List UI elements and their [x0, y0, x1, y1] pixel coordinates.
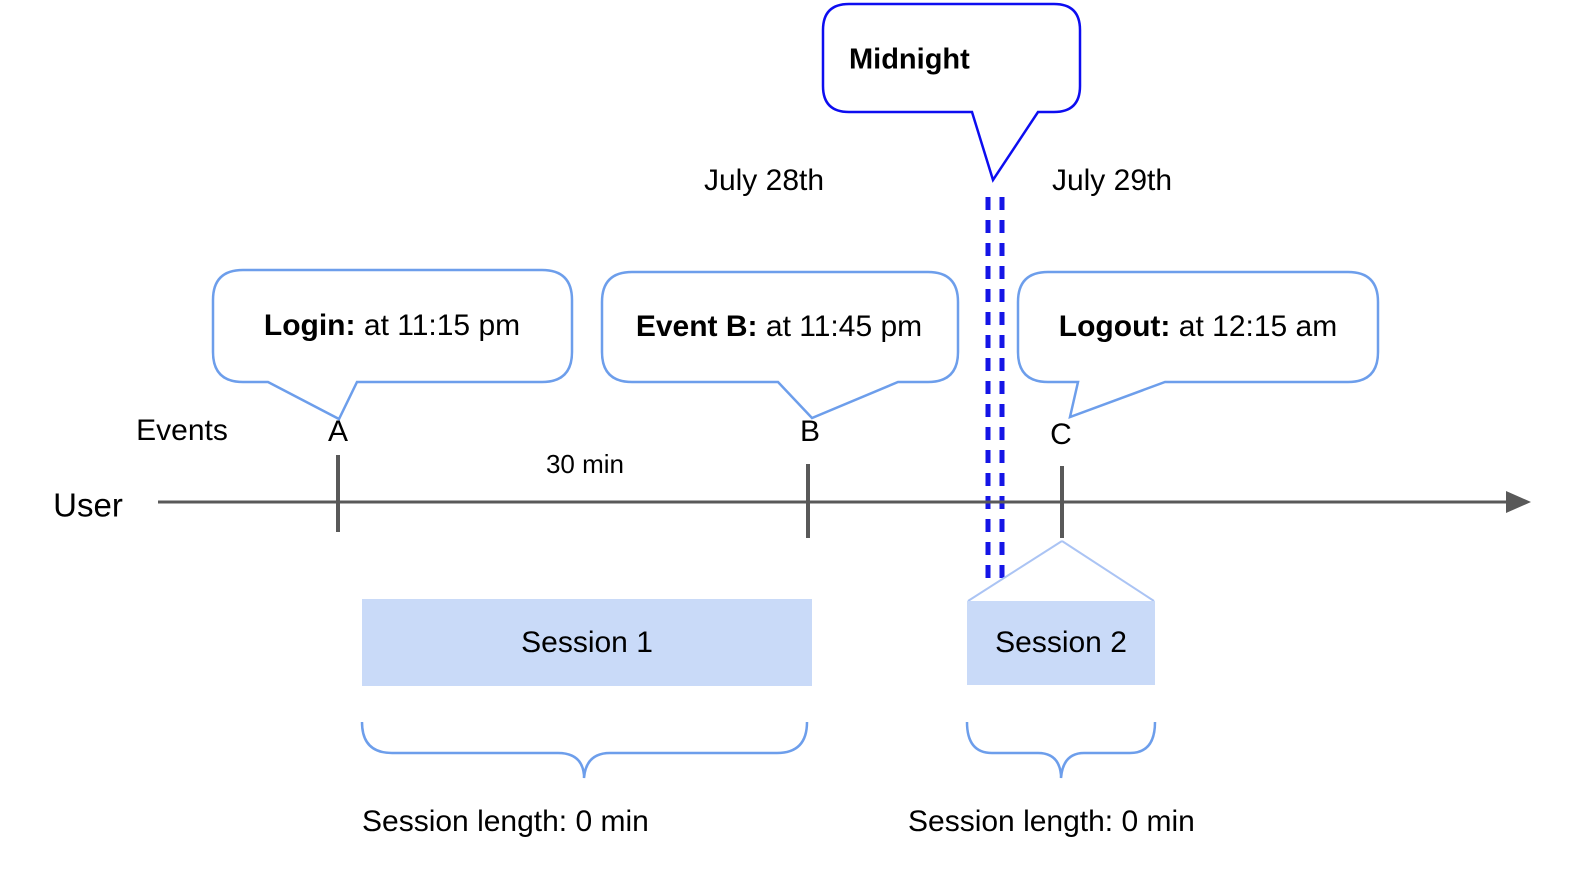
- session1-box: Session 1: [362, 599, 812, 686]
- login-callout-time: at 11:15 pm: [363, 309, 521, 342]
- events-axis-label: Events: [136, 414, 228, 447]
- user-axis-label: User: [53, 486, 123, 524]
- date-july-29-label: July 29th: [1051, 164, 1173, 197]
- login-callout-text: Login:at 11:15 pm: [264, 311, 520, 341]
- event-b-callout-title: Event B:: [635, 310, 758, 343]
- event-b-bubble-shape: [600, 270, 960, 420]
- event-b-callout-text: Event B:at 11:45 pm: [636, 312, 922, 342]
- login-bubble-shape: [211, 268, 574, 421]
- midnight-bubble-shape: [821, 2, 1082, 183]
- session2-box: Session 2: [967, 601, 1155, 685]
- session2-label: Session 2: [995, 626, 1127, 659]
- session1-brace: [360, 721, 809, 779]
- session2-brace: [965, 721, 1157, 779]
- session1-label: Session 1: [521, 625, 653, 659]
- midnight-callout-label: Midnight: [849, 43, 970, 76]
- logout-callout-title: Logout:: [1058, 310, 1171, 343]
- event-b-marker-label: B: [799, 415, 821, 448]
- session2-roof-line-right: [1061, 540, 1155, 602]
- event-a-marker-label: A: [327, 415, 349, 448]
- session2-length-label: Session length: 0 min: [908, 805, 1195, 838]
- interval-30min-label: 30 min: [545, 449, 625, 479]
- logout-callout-text: Logout:at 12:15 am: [1059, 312, 1337, 342]
- date-july-28-label: July 28th: [703, 164, 825, 197]
- event-c-marker-label: C: [1050, 418, 1072, 451]
- session1-length-label: Session length: 0 min: [362, 805, 649, 838]
- timeline-arrowhead-icon: [1506, 491, 1531, 513]
- login-callout-title: Login:: [263, 309, 356, 342]
- logout-bubble-shape: [1016, 270, 1380, 419]
- session2-roof-line-left: [967, 540, 1063, 602]
- event-b-callout-time: at 11:45 pm: [765, 310, 923, 343]
- logout-callout-time: at 12:15 am: [1178, 310, 1338, 343]
